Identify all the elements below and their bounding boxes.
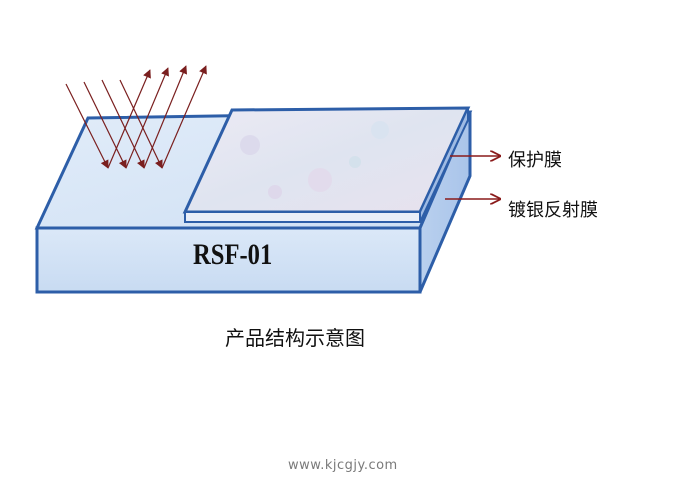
board-front-face [35,226,422,294]
product-code-label: RSF-01 [193,238,273,271]
film-texture [240,135,260,155]
incident-ray [101,79,145,169]
diagram-caption: 产品结构示意图 [225,326,365,350]
film-texture [308,168,332,192]
film-texture [371,121,389,139]
film-texture [268,185,282,199]
film-stack [182,106,471,223]
film-texture [349,156,361,168]
protective-film-top [182,106,471,214]
protective-film-label: 保护膜 [508,150,562,171]
film-side-edge [419,107,469,223]
label-pointers [445,156,500,199]
reflected-ray [161,65,207,169]
incident-rays [65,79,163,169]
silver-reflective-film-label: 镀银反射膜 [508,200,598,221]
reflected-ray [143,65,188,169]
reflected-ray [125,67,169,169]
reflected-rays [107,65,207,169]
incident-ray [83,81,127,169]
silver-film-edge [184,211,421,223]
incident-ray [119,79,163,169]
site-watermark: www.kjcgjy.com [288,458,398,473]
incident-ray [65,83,109,169]
reflected-ray [107,69,151,169]
